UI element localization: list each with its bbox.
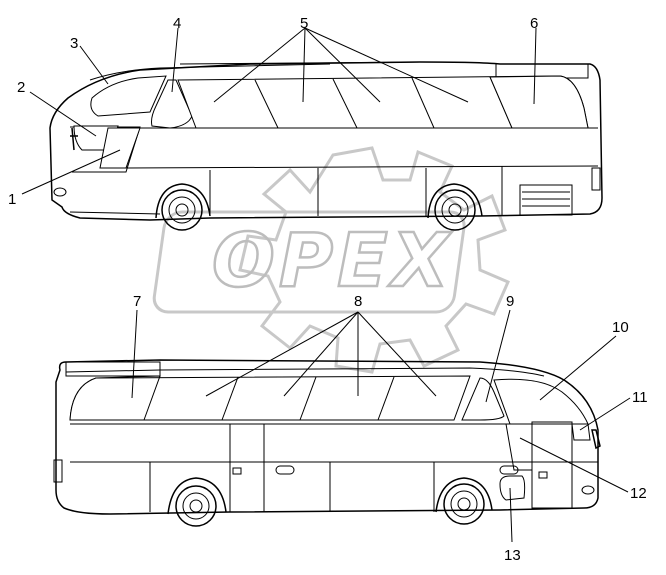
leader-lines — [21, 27, 631, 543]
bus-bottom-body — [55, 359, 599, 515]
window-12 — [505, 423, 533, 471]
window-9 — [461, 377, 505, 421]
bus-top-rear-wheel — [427, 183, 483, 231]
opex-watermark: OPEX — [152, 146, 510, 374]
bus-bottom-rear-wheel — [167, 477, 227, 527]
callout-12: 12 — [630, 485, 647, 502]
window-13 — [499, 475, 526, 501]
watermark-frame — [152, 210, 466, 314]
window-8 — [69, 375, 471, 421]
window-10 — [493, 378, 589, 425]
callout-13: 13 — [504, 547, 521, 564]
callout-8: 8 — [354, 293, 362, 310]
callout-11: 11 — [632, 389, 648, 406]
callout-6: 6 — [530, 15, 538, 32]
bus-bottom-view — [53, 359, 601, 527]
window-3 — [90, 75, 167, 117]
callout-5: 5 — [300, 15, 308, 32]
bus-bottom-front-wheel — [435, 477, 493, 525]
bus-top-view — [49, 61, 603, 231]
callout-3: 3 — [70, 35, 78, 52]
window-1 — [99, 127, 141, 169]
callout-4: 4 — [173, 15, 181, 32]
callout-7: 7 — [133, 293, 141, 310]
callout-2: 2 — [17, 79, 25, 96]
window-6 — [489, 75, 589, 129]
window-11 — [571, 423, 591, 441]
callout-labels: 1 2 3 4 5 6 7 8 9 10 11 12 13 — [8, 15, 648, 564]
callout-1: 1 — [8, 191, 16, 208]
callout-10: 10 — [612, 319, 629, 336]
callout-9: 9 — [506, 293, 514, 310]
watermark-text: OPEX — [212, 218, 453, 304]
bus-top-front-wheel — [155, 183, 211, 231]
